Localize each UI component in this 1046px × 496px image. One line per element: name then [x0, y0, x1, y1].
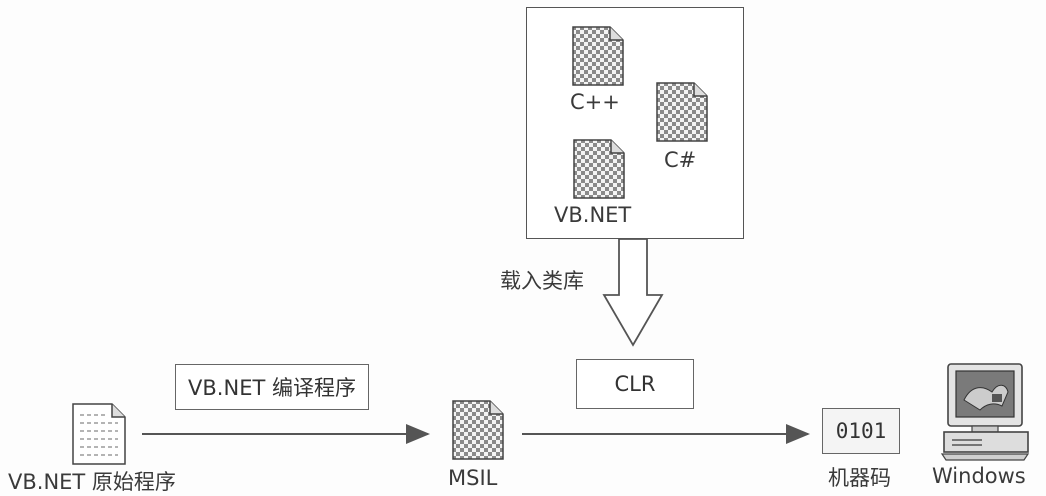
cpp-document-icon [572, 26, 624, 86]
machine-code-label: 机器码 [828, 466, 891, 490]
machine-code-value: 0101 [835, 419, 887, 443]
compiler-label: VB.NET 编译程序 [188, 376, 356, 400]
source-program-label: VB.NET 原始程序 [8, 470, 176, 494]
vbnet-library-label: VB.NET [554, 203, 632, 227]
msil-document-icon [452, 400, 504, 460]
csharp-label: C# [664, 148, 697, 172]
clr-box: CLR [576, 359, 694, 409]
load-library-label: 载入类库 [500, 269, 584, 293]
compiler-box: VB.NET 编译程序 [175, 364, 369, 410]
clr-label: CLR [614, 372, 656, 396]
vbnet-document-icon [573, 139, 625, 199]
source-document-icon [72, 403, 126, 465]
csharp-document-icon [656, 82, 708, 142]
load-library-arrow [602, 238, 664, 347]
cpp-label: C++ [570, 90, 620, 114]
windows-label: Windows [932, 464, 1026, 488]
computer-icon [940, 363, 1030, 461]
msil-label: MSIL [448, 466, 498, 490]
machine-code-box: 0101 [822, 408, 900, 454]
